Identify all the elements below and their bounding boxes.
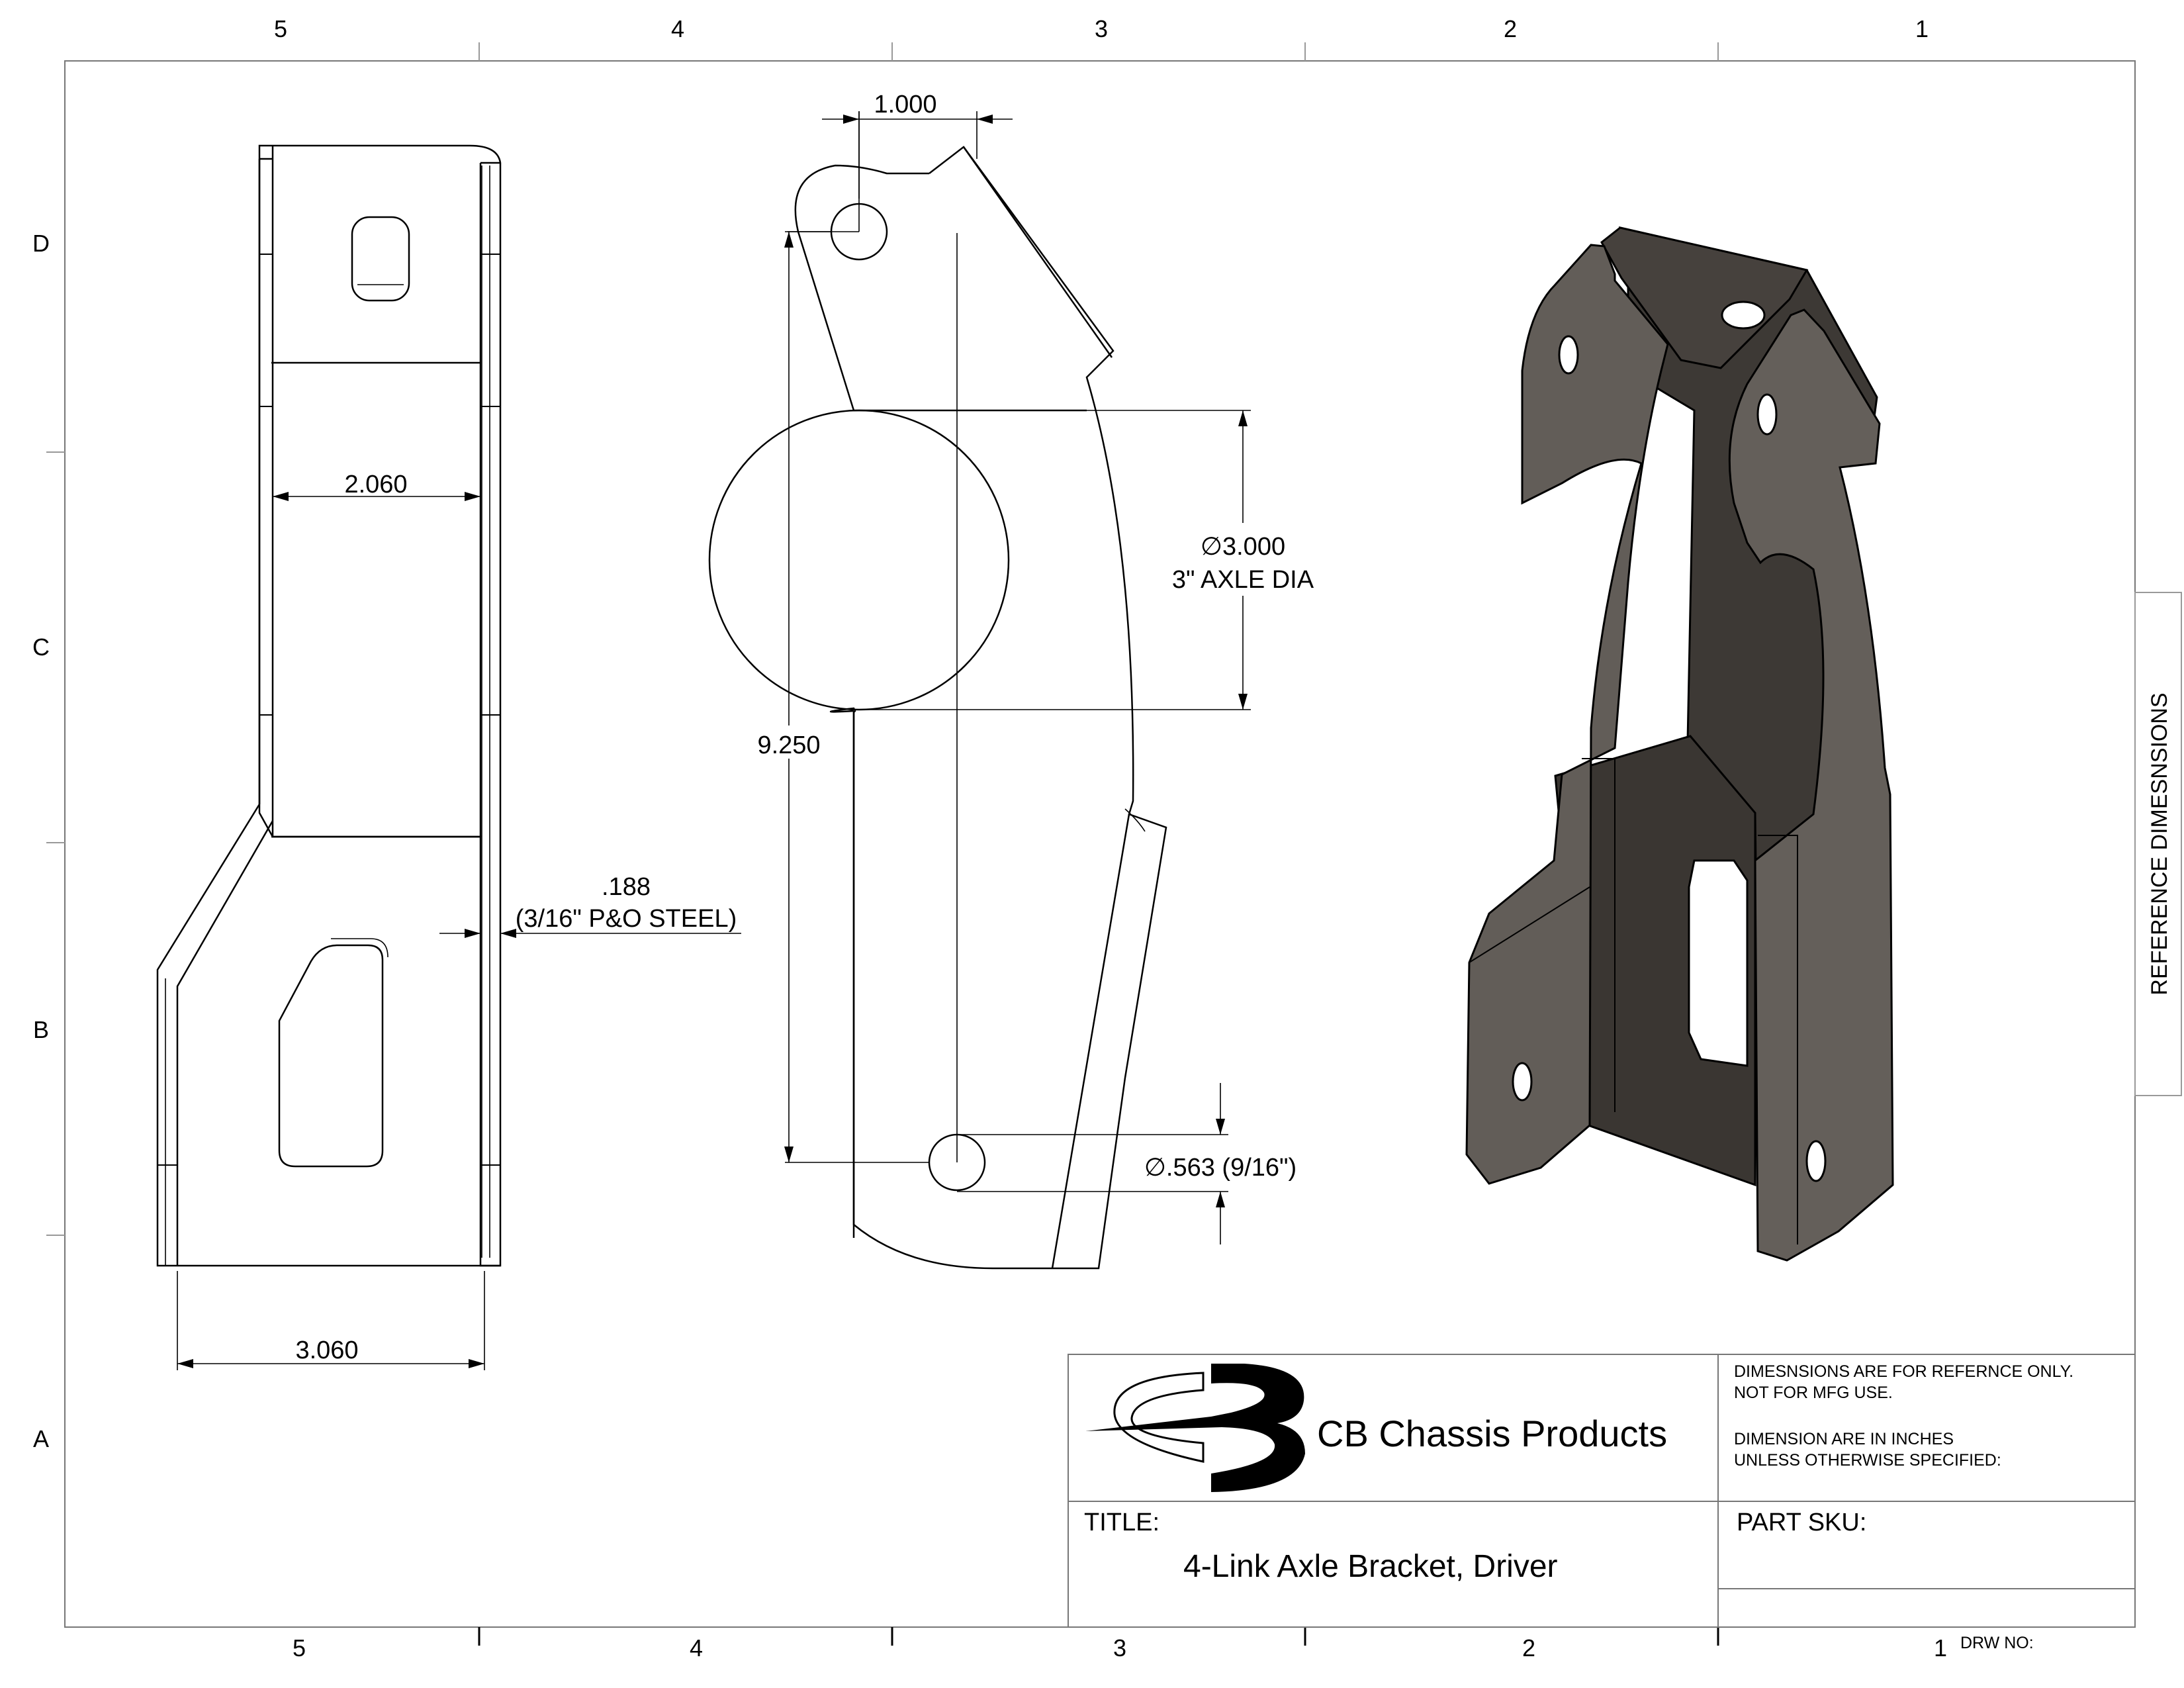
zone-left-d: D: [32, 230, 50, 257]
zone-top-2: 2: [1504, 15, 1517, 42]
front-bottom-width-dim: 3.060: [177, 1271, 485, 1370]
iso-left-plate: [1465, 244, 1669, 1185]
iso-right-plate: [1728, 308, 1894, 1262]
front-top-slot: [351, 216, 410, 302]
axle-note-label: 3" AXLE DIA: [1172, 566, 1314, 594]
zone-bottom-1: 1: [1934, 1634, 1947, 1662]
overall-height-label: 9.250: [757, 731, 820, 759]
zone-bottom-2: 2: [1522, 1634, 1535, 1662]
zone-bottom-4: 4: [690, 1634, 703, 1662]
title-value: 4-Link Axle Bracket, Driver: [1183, 1549, 1558, 1584]
zone-left-c: C: [32, 633, 50, 661]
reference-tab: [2134, 592, 2182, 1096]
zone-bottom-3: 3: [1113, 1634, 1126, 1662]
zone-top-3: 3: [1095, 15, 1108, 42]
title-block: [1068, 1354, 2136, 1628]
zone-top-4: 4: [671, 15, 684, 42]
thickness-note-label: (3/16" P&O STEEL): [516, 905, 737, 933]
front-width-top-label: 2.060: [344, 471, 407, 498]
hole-offset-dim: 1.000: [822, 91, 1013, 199]
front-view: [156, 144, 502, 1267]
zone-ticks: [46, 42, 1719, 1236]
thickness-dim: .188 (3/16" P&O STEEL): [439, 873, 741, 938]
hole-diameter-dim: ∅.563 (9/16"): [957, 1083, 1317, 1244]
axle-diameter-dim: ∅3.000 3" AXLE DIA: [859, 410, 1328, 710]
notes-line-2: NOT FOR MFG USE.: [1734, 1383, 1893, 1402]
notes-line-4: UNLESS OTHERWISE SPECIFIED:: [1734, 1451, 2001, 1470]
zone-left-b: B: [33, 1016, 49, 1043]
zone-left-a: A: [33, 1425, 49, 1452]
zone-ticks-bottom: [478, 1627, 1719, 1646]
notes-line-1: DIMESNSIONS ARE FOR REFERNCE ONLY.: [1734, 1362, 2073, 1381]
hole-offset-label: 1.000: [874, 91, 936, 118]
axle-circle: [708, 409, 1010, 711]
thickness-value-label: .188: [602, 873, 651, 901]
front-width-bottom-label: 3.060: [295, 1336, 358, 1364]
side-view: [708, 111, 1167, 1270]
company-name: CB Chassis Products: [1317, 1413, 1667, 1454]
zone-top-1: 1: [1915, 15, 1929, 42]
company-logo: [1085, 1364, 1305, 1492]
part-sku-label: PART SKU:: [1737, 1509, 1866, 1536]
front-lower-slot: [278, 944, 384, 1168]
zone-bottom-5: 5: [293, 1634, 306, 1662]
notes-line-3: DIMENSION ARE IN INCHES: [1734, 1430, 1954, 1448]
drw-no-label: DRW NO:: [1960, 1634, 2034, 1652]
overall-height-dim: 9.250: [748, 231, 929, 1163]
front-width-dim: 2.060: [273, 471, 480, 501]
reference-tab-label: REFERENCE DIMESNSIONS: [2147, 692, 2172, 995]
iso-view: [1465, 226, 1894, 1262]
iso-top-web: [1600, 226, 1809, 369]
zone-top-5: 5: [274, 15, 287, 42]
hole-diameter-label: ∅.563 (9/16"): [1144, 1154, 1297, 1182]
axle-diameter-label: ∅3.000: [1201, 533, 1285, 561]
title-label: TITLE:: [1084, 1509, 1160, 1536]
